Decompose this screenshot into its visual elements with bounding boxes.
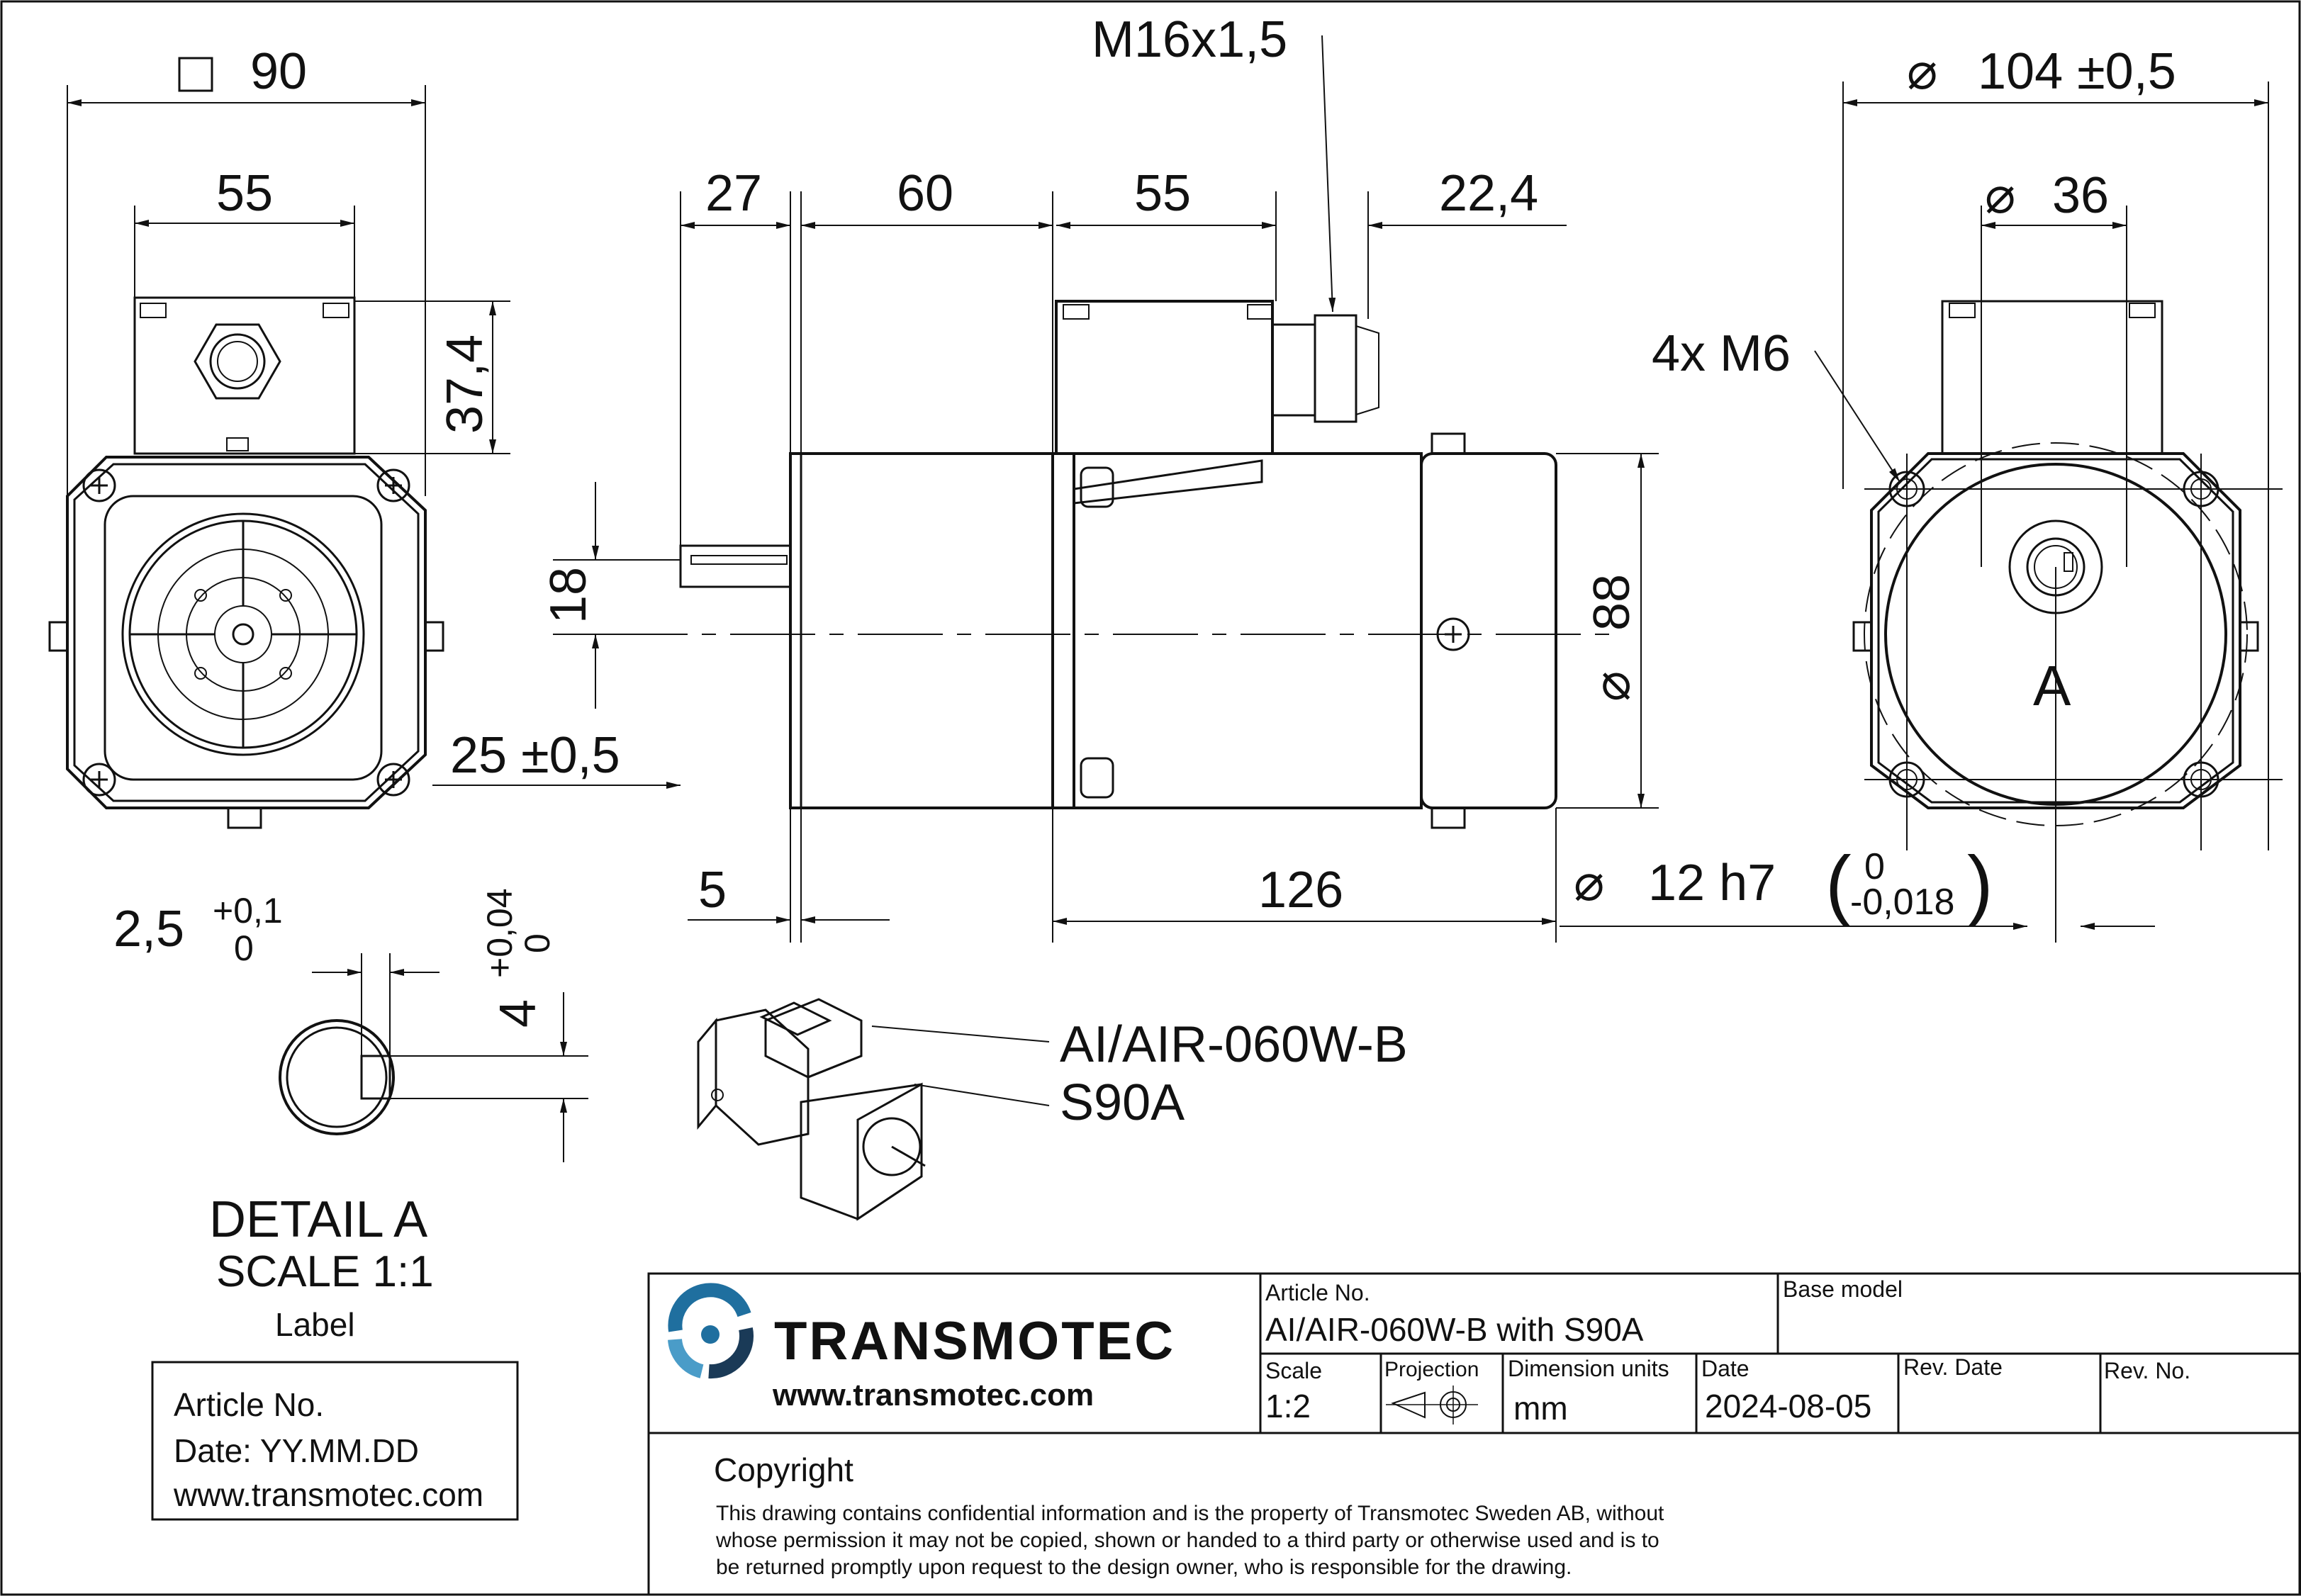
key-width-tol-upper: +0,1 — [213, 891, 283, 931]
dim-flange-36: 36 — [2052, 167, 2109, 224]
scale-value: 1:2 — [1265, 1388, 1311, 1424]
dim-key-depth: 4 — [490, 999, 547, 1028]
projection-symbol — [1386, 1386, 1478, 1424]
label-line-3: www.transmotec.com — [173, 1476, 483, 1513]
paren-open: ( — [1825, 841, 1852, 928]
dim-side-22-4: 22,4 — [1439, 165, 1538, 222]
rev-date-label: Rev. Date — [1903, 1354, 2003, 1380]
front-dimensions: 90 55 37,4 — [67, 43, 510, 496]
copyright-title: Copyright — [714, 1451, 853, 1488]
dim-side-18: 18 — [540, 567, 597, 624]
dia-symbol-shaft: ⌀ — [1574, 855, 1604, 911]
projection-label: Projection — [1384, 1358, 1479, 1381]
key-width-tol-lower: 0 — [234, 928, 254, 968]
front-view — [48, 296, 444, 829]
end-view — [1852, 300, 2283, 943]
front-corner-screws — [82, 468, 410, 797]
brand-website: www.transmotec.com — [772, 1378, 1094, 1412]
dim-side-88: 88 — [1584, 574, 1640, 631]
detail-title: DETAIL A — [209, 1191, 427, 1248]
holes-callout: 4x M6 — [1652, 325, 1791, 382]
date-value: 2024-08-05 — [1705, 1388, 1871, 1424]
article-value: AI/AIR-060W-B with S90A — [1265, 1311, 1644, 1348]
dia-symbol-104: ⌀ — [1907, 43, 1937, 100]
units-label: Dimension units — [1508, 1356, 1669, 1381]
label-box — [151, 1361, 519, 1521]
title-block: TRANSMOTEC www.transmotec.com Article No… — [647, 1272, 2301, 1596]
copyright-line-3: be returned promptly upon request to the… — [716, 1556, 1572, 1579]
dim-side-27: 27 — [705, 165, 762, 222]
brand-name: TRANSMOTEC — [774, 1311, 1175, 1371]
article-label: Article No. — [1265, 1280, 1370, 1305]
scale-label: Scale — [1265, 1358, 1322, 1383]
transmotec-logo — [668, 1283, 754, 1379]
view-label-A: A — [2033, 654, 2071, 717]
dim-front-37-4: 37,4 — [437, 335, 493, 434]
shaft-tol-lower: -0,018 — [1850, 882, 1954, 923]
dia-symbol-88: ⌀ — [1584, 671, 1640, 702]
rev-no-label: Rev. No. — [2104, 1358, 2190, 1383]
dim-shaft-dia: 12 h7 — [1648, 855, 1776, 911]
dim-flange-104: 104 ±0,5 — [1978, 43, 2176, 100]
label-line-1: Article No. — [174, 1386, 324, 1423]
dim-side-126: 126 — [1258, 862, 1343, 918]
units-value: mm — [1513, 1390, 1568, 1427]
end-dimensions: ⌀ 104 ±0,5 ⌀ 36 4x M6 A — [1652, 43, 2269, 850]
side-dimensions: 27 60 55 22,4 M16x1,5 18 88 ⌀ 25 ±0,5 5 … — [432, 11, 2155, 943]
detail-scale: SCALE 1:1 — [216, 1247, 434, 1296]
date-label: Date — [1701, 1356, 1749, 1381]
thread-callout: M16x1,5 — [1092, 11, 1287, 68]
dim-side-5: 5 — [698, 862, 727, 918]
shaft-tol-upper: 0 — [1864, 846, 1885, 887]
dim-side-55: 55 — [1134, 165, 1191, 222]
copyright-line-2: whose permission it may not be copied, s… — [715, 1529, 1659, 1552]
copyright-line-1: This drawing contains confidential infor… — [716, 1502, 1664, 1525]
side-view — [603, 300, 1623, 829]
detail-a: 2,5 +0,1 0 4 +0,04 0 DETAIL A SCALE 1:1 … — [113, 888, 588, 1521]
isometric-view: AI/AIR-060W-B S90A — [697, 998, 1408, 1221]
callout-gearbox: S90A — [1060, 1074, 1185, 1131]
key-depth-tol-lower: 0 — [517, 933, 557, 953]
key-depth-tol-upper: +0,04 — [480, 888, 520, 978]
dia-symbol-36: ⌀ — [1985, 167, 2015, 224]
dim-side-25: 25 ±0,5 — [450, 727, 620, 784]
dim-square-90: 90 — [250, 43, 307, 100]
dim-front-55: 55 — [216, 165, 273, 222]
dim-side-60: 60 — [897, 165, 953, 222]
label-line-2: Date: YY.MM.DD — [174, 1432, 419, 1469]
label-caption: Label — [275, 1306, 355, 1343]
base-model-label: Base model — [1783, 1276, 1903, 1302]
paren-close: ) — [1967, 841, 1993, 928]
dim-key-width: 2,5 — [113, 901, 184, 957]
callout-motor: AI/AIR-060W-B — [1060, 1016, 1408, 1073]
square-symbol — [178, 57, 213, 92]
